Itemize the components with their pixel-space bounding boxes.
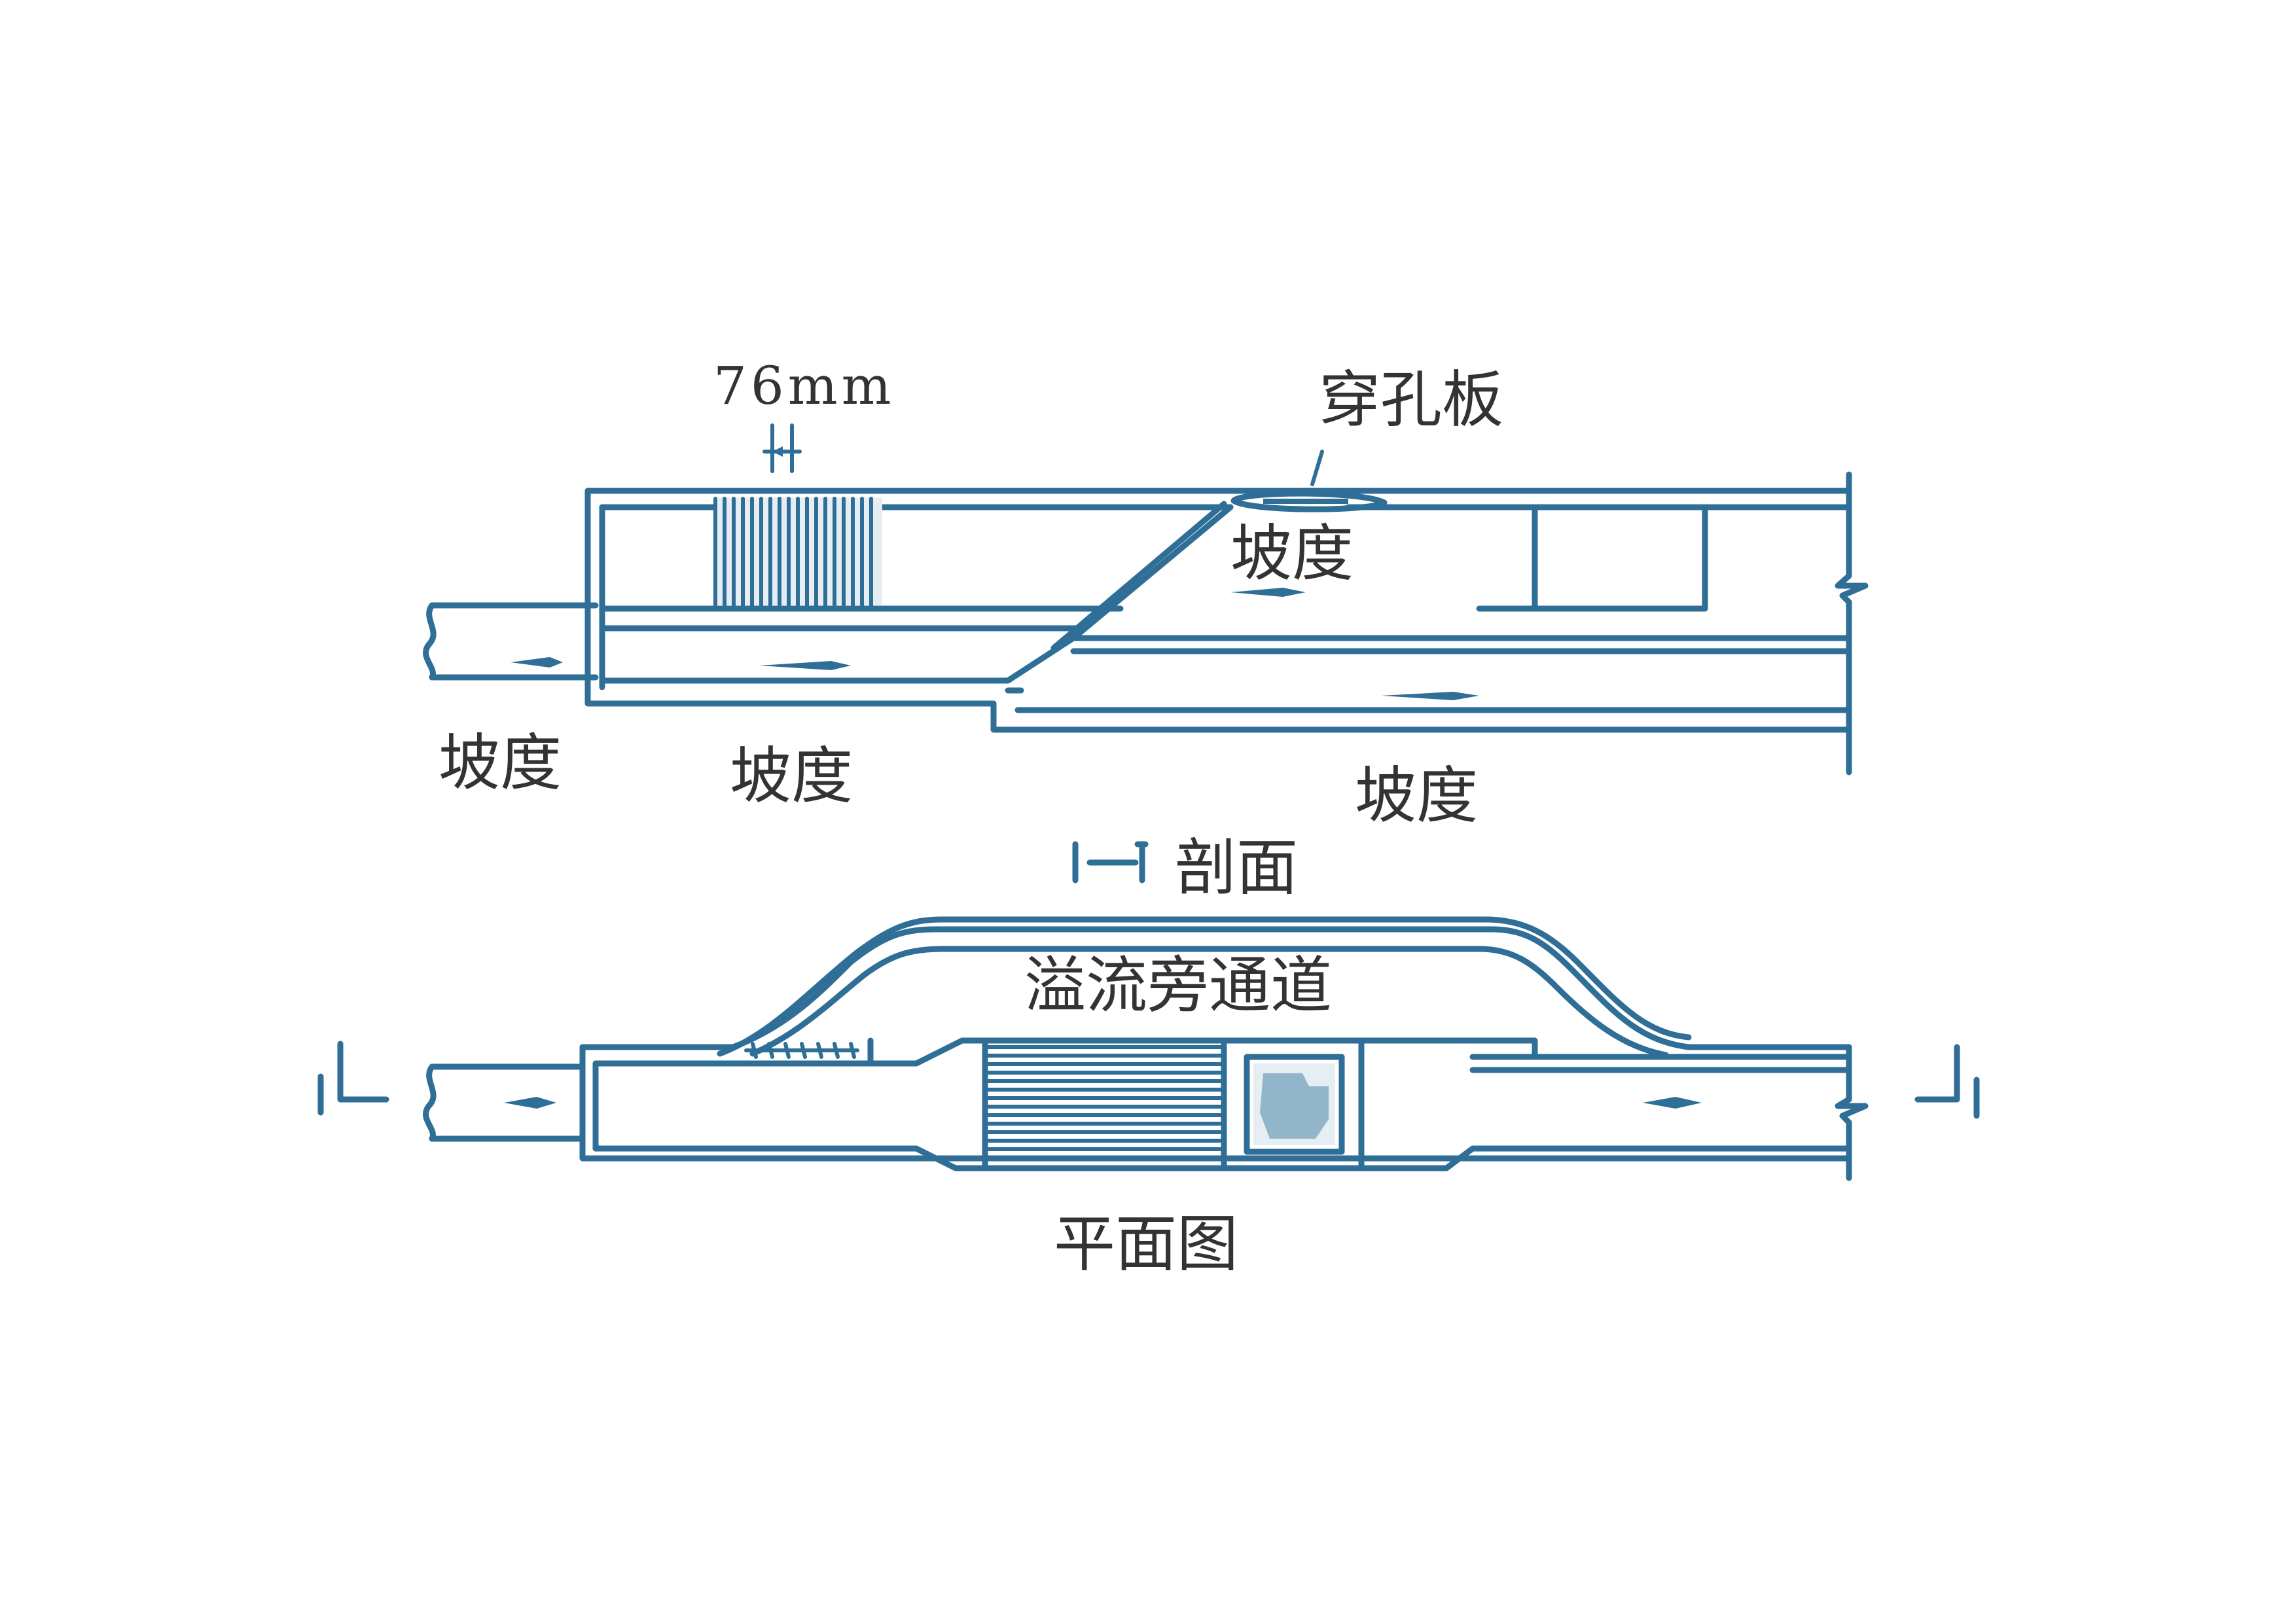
section-caption: 剖面	[1175, 832, 1299, 904]
inlet-pipe-plan	[423, 1063, 586, 1142]
slope-label-upper: 坡度	[1230, 518, 1354, 590]
inlet-pipe	[423, 602, 599, 681]
flow-arrows-plan	[504, 1097, 1702, 1109]
plan-caption: 平面图	[1054, 1209, 1239, 1280]
section-view	[423, 423, 1869, 883]
diverter-slats	[744, 1037, 874, 1067]
slope-label-right: 坡度	[1355, 760, 1479, 832]
cut-mark-left-icon	[317, 1041, 389, 1116]
flow-arrow-icon	[504, 1097, 556, 1109]
section-marker-icon	[1072, 841, 1149, 883]
cut-mark-right-icon	[1914, 1044, 1980, 1119]
bypass-label: 溢流旁通道	[1024, 950, 1333, 1022]
flow-arrow-icon	[1230, 588, 1306, 597]
dimension-label: 76mm	[713, 355, 895, 416]
flow-arrows-section	[511, 588, 1479, 700]
perforated-plate-label: 穿孔板	[1319, 365, 1504, 436]
overflow-bypass-channel	[717, 916, 1852, 1058]
channel-plan	[579, 1037, 1869, 1181]
perforated-plate-box	[1244, 1037, 1365, 1171]
flow-arrow-icon	[759, 661, 851, 670]
slope-label-left: 坡度	[439, 728, 562, 799]
screen-bars-plan	[982, 1037, 1227, 1171]
flow-arrow-icon	[511, 657, 563, 668]
slope-label-mid: 坡度	[730, 741, 853, 812]
dimension-marker	[762, 423, 802, 473]
perforated-plate	[1230, 450, 1388, 512]
flow-arrow-icon	[1643, 1097, 1702, 1109]
plan-view	[317, 916, 1980, 1181]
flow-arrow-icon	[1381, 692, 1479, 700]
screen-bars-section	[713, 497, 882, 609]
